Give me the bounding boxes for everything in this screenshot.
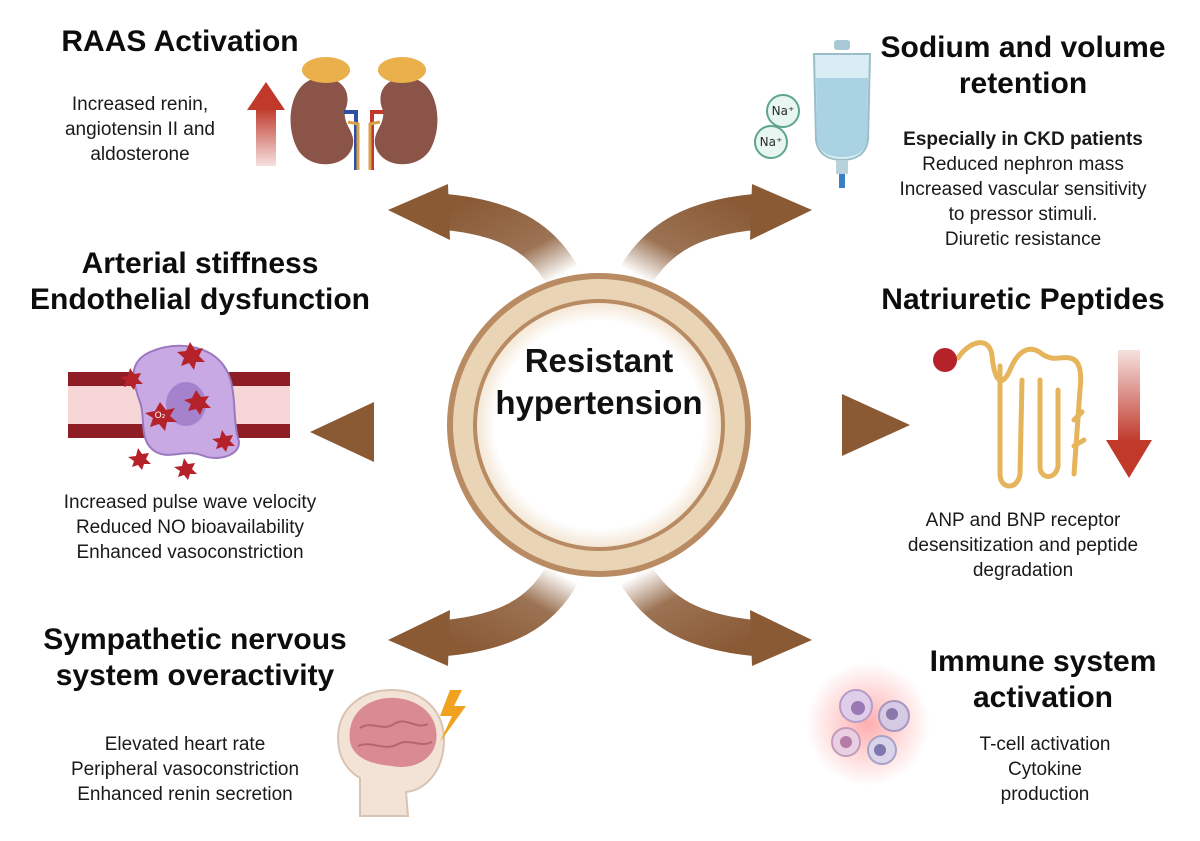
- svg-text:Na⁺: Na⁺: [760, 135, 783, 149]
- immune-heading: Immune system activation: [920, 644, 1166, 716]
- iv-bag-icon: [812, 40, 872, 188]
- sympathetic-line-1: Elevated heart rate: [104, 734, 266, 755]
- center-title-line2: hypertension: [495, 384, 703, 421]
- sodium-line-1: Reduced nephron mass: [922, 154, 1124, 175]
- kidneys-icon: [290, 57, 438, 170]
- down-arrow-icon: [1106, 350, 1152, 478]
- lightning-icon: [440, 690, 466, 742]
- center-title: Resistant hypertension: [489, 340, 709, 424]
- raas-line-1: Increased renin,: [71, 94, 209, 115]
- svg-text:Na⁺: Na⁺: [772, 104, 795, 118]
- sympathetic-heading: Sympathetic nervous system overactivity: [30, 622, 360, 694]
- raas-description: Increased renin, angiotensin II and aldo…: [40, 92, 240, 167]
- central-ring: [447, 273, 751, 577]
- immune-heading-line-1: Immune system: [929, 645, 1157, 678]
- natriuretic-line-2: desensitization and peptide: [907, 535, 1139, 556]
- sodium-ion-icon: Na⁺ Na⁺: [754, 94, 800, 159]
- sodium-heading: Sodium and volume retention: [870, 30, 1176, 102]
- sympathetic-description: Elevated heart rate Peripheral vasoconst…: [40, 732, 330, 807]
- raas-line-2: angiotensin II and: [64, 119, 215, 140]
- immune-line-1: T-cell activation: [979, 734, 1111, 755]
- sodium-heading-line-2: retention: [958, 67, 1088, 100]
- sodium-description: Especially in CKD patients Reduced nephr…: [870, 127, 1176, 252]
- natriuretic-heading: Natriuretic Peptides: [881, 283, 1165, 316]
- natriuretic-description: ANP and BNP receptor desensitization and…: [870, 508, 1176, 583]
- arrow-to-immune: [620, 565, 812, 666]
- arrow-to-sodium: [620, 184, 812, 285]
- raas-heading: RAAS Activation: [61, 25, 299, 58]
- up-arrow-icon: [247, 82, 285, 166]
- arrow-to-raas: [388, 184, 578, 285]
- immune-heading-line-2: activation: [972, 681, 1114, 714]
- arterial-heading: Arterial stiffness Endothelial dysfuncti…: [22, 246, 378, 318]
- svg-text:O₂: O₂: [155, 411, 166, 421]
- arterial-heading-line-1: Arterial stiffness: [81, 247, 319, 280]
- immune-description: T-cell activation Cytokine production: [950, 732, 1140, 807]
- blood-vessel-icon: [68, 344, 290, 459]
- natriuretic-line-3: degradation: [972, 560, 1074, 581]
- sodium-line-4: Diuretic resistance: [944, 229, 1102, 250]
- raas-line-3: aldosterone: [90, 144, 190, 165]
- sympathetic-heading-line-2: system overactivity: [55, 659, 335, 692]
- brain-head-icon: [336, 688, 446, 817]
- arterial-line-3: Enhanced vasoconstriction: [76, 542, 304, 563]
- sympathetic-heading-line-1: Sympathetic nervous: [43, 623, 347, 656]
- sodium-line-2: Increased vascular sensitivity: [899, 179, 1147, 200]
- glomerulus-icon: [933, 348, 957, 372]
- immune-line-2: Cytokine: [1008, 759, 1082, 780]
- sympathetic-line-2: Peripheral vasoconstriction: [70, 759, 300, 780]
- arterial-description: Increased pulse wave velocity Reduced NO…: [30, 490, 350, 565]
- immune-cells-icon: [806, 662, 930, 786]
- arrow-to-arterial: [310, 402, 455, 462]
- arterial-heading-line-2: Endothelial dysfunction: [29, 283, 370, 316]
- sodium-line-3: to pressor stimuli.: [948, 204, 1098, 225]
- immune-line-3: production: [1000, 784, 1090, 805]
- arrow-to-sympathetic: [388, 565, 578, 666]
- arrow-to-natriuretic: [742, 394, 910, 456]
- arterial-line-1: Increased pulse wave velocity: [63, 492, 317, 513]
- center-title-line1: Resistant: [524, 342, 674, 379]
- natriuretic-line-1: ANP and BNP receptor: [925, 510, 1121, 531]
- sodium-heading-line-1: Sodium and volume: [880, 31, 1166, 64]
- arterial-line-2: Reduced NO bioavailability: [75, 517, 305, 538]
- oxidative-particle-icon: O₂: [120, 342, 235, 480]
- nephron-icon: [955, 340, 1087, 489]
- sodium-subheading: Especially in CKD patients: [903, 129, 1143, 150]
- sympathetic-line-3: Enhanced renin secretion: [77, 784, 293, 805]
